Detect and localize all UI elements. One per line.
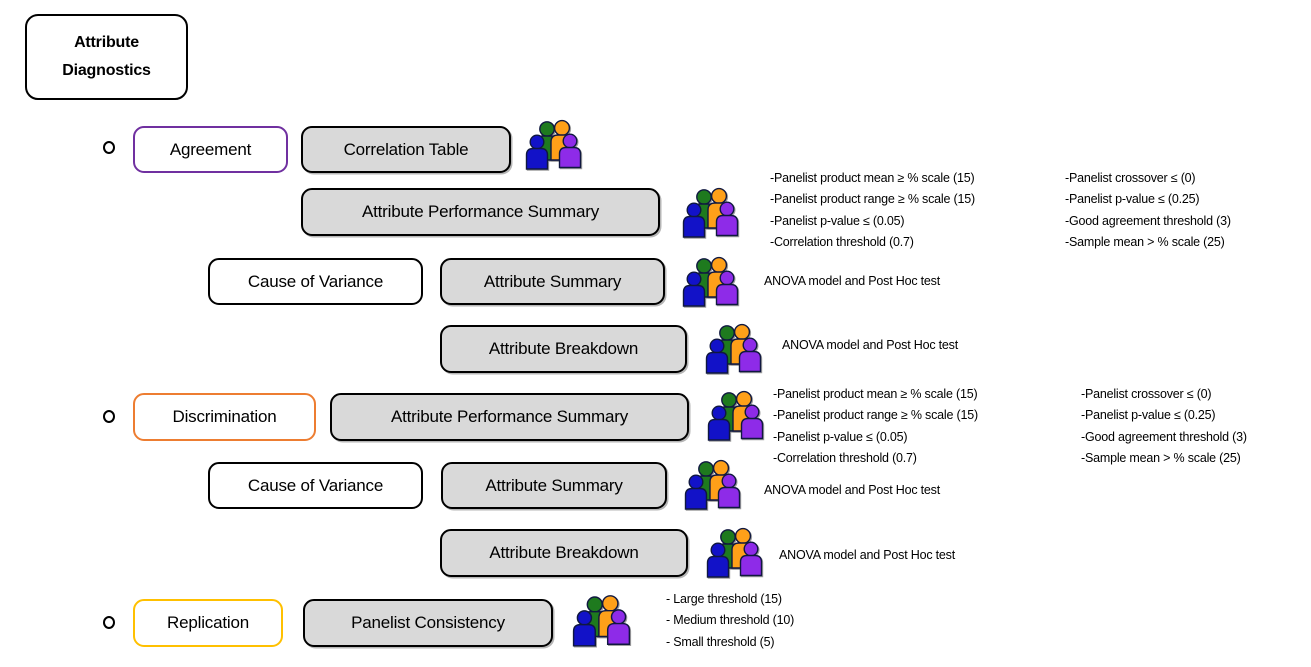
people-group-icon (682, 256, 739, 307)
people-group-icon (684, 459, 741, 510)
node-attribute-breakdown-agreement: Attribute Breakdown (440, 325, 687, 373)
threshold-item: -Correlation threshold (0.7) (770, 234, 914, 249)
threshold-item: -Sample mean > % scale (25) (1065, 234, 1225, 249)
node-discrimination: Discrimination (133, 393, 316, 441)
node-cause-of-variance-agreement: Cause of Variance (208, 258, 423, 305)
threshold-item: -Panelist product range ≥ % scale (15) (773, 408, 978, 423)
threshold-list-agreement-col1: -Panelist product mean ≥ % scale (15) -P… (770, 168, 975, 253)
people-group-icon (706, 527, 763, 578)
threshold-item: -Panelist product mean ≥ % scale (15) (773, 387, 978, 401)
threshold-item: -Panelist crossover ≤ (0) (1081, 387, 1212, 401)
anova-note: ANOVA model and Post Hoc test (782, 338, 958, 352)
diagram-title-box: Attribute Diagnostics (25, 14, 188, 100)
threshold-list-agreement-col2: -Panelist crossover ≤ (0) -Panelist p-va… (1065, 168, 1231, 253)
threshold-item: -Panelist p-value ≤ (0.25) (1081, 408, 1216, 423)
node-agreement: Agreement (133, 126, 288, 173)
threshold-item: -Sample mean > % scale (25) (1081, 450, 1241, 465)
title-line-2: Diagnostics (62, 62, 151, 79)
node-cause-of-variance-discrimination: Cause of Variance (208, 462, 423, 509)
node-attribute-performance-summary-discrimination: Attribute Performance Summary (330, 393, 689, 441)
threshold-item: - Medium threshold (10) (666, 613, 795, 628)
threshold-item: -Panelist product mean ≥ % scale (15) (770, 171, 975, 185)
threshold-item: - Large threshold (15) (666, 592, 782, 606)
threshold-item: - Small threshold (5) (666, 634, 775, 649)
threshold-list-discrimination-col1: -Panelist product mean ≥ % scale (15) -P… (773, 384, 978, 469)
threshold-item: -Panelist p-value ≤ (0.05) (773, 429, 908, 444)
threshold-list-replication: - Large threshold (15) - Medium threshol… (666, 589, 794, 653)
threshold-item: -Panelist p-value ≤ (0.05) (770, 213, 905, 228)
people-group-icon (682, 187, 739, 238)
bullet-circle-icon (103, 616, 115, 629)
node-correlation-table: Correlation Table (301, 126, 511, 173)
people-group-icon (572, 595, 631, 647)
anova-note: ANOVA model and Post Hoc test (764, 274, 940, 288)
bullet-circle-icon (103, 141, 115, 154)
threshold-item: -Good agreement threshold (3) (1081, 429, 1247, 444)
threshold-item: -Panelist crossover ≤ (0) (1065, 171, 1196, 185)
node-replication: Replication (133, 599, 283, 647)
node-attribute-summary-discrimination: Attribute Summary (441, 462, 667, 509)
threshold-item: -Correlation threshold (0.7) (773, 450, 917, 465)
bullet-circle-icon (103, 410, 115, 423)
threshold-item: -Panelist p-value ≤ (0.25) (1065, 192, 1200, 207)
threshold-list-discrimination-col2: -Panelist crossover ≤ (0) -Panelist p-va… (1081, 384, 1247, 469)
people-group-icon (707, 390, 764, 441)
anova-note: ANOVA model and Post Hoc test (779, 548, 955, 562)
anova-note: ANOVA model and Post Hoc test (764, 483, 940, 497)
people-group-icon (705, 323, 762, 374)
people-group-icon (525, 119, 582, 170)
threshold-item: -Good agreement threshold (3) (1065, 213, 1231, 228)
threshold-item: -Panelist product range ≥ % scale (15) (770, 192, 975, 207)
node-attribute-breakdown-discrimination: Attribute Breakdown (440, 529, 688, 577)
node-attribute-performance-summary-agreement: Attribute Performance Summary (301, 188, 660, 236)
node-panelist-consistency: Panelist Consistency (303, 599, 553, 647)
node-attribute-summary-agreement: Attribute Summary (440, 258, 665, 305)
title-line-1: Attribute (74, 34, 139, 51)
